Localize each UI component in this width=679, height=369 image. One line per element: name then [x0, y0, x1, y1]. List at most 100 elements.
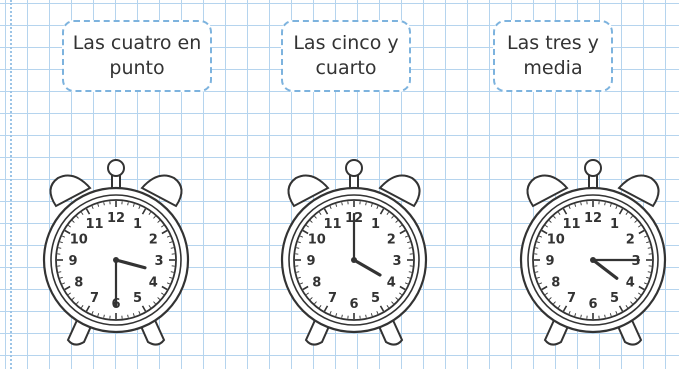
- minute-tick-icon: [153, 301, 156, 305]
- minute-tick-icon: [329, 205, 332, 210]
- time-label-text: Las cuatro en: [72, 32, 202, 54]
- minute-tick-icon: [538, 235, 543, 238]
- right-bell-icon: [617, 174, 660, 208]
- minute-tick-icon: [170, 271, 174, 273]
- minute-tick-icon: [545, 292, 548, 296]
- minute-tick-icon: [625, 305, 629, 308]
- clock-inner-rim-icon: [50, 194, 182, 326]
- minute-tick-icon: [609, 203, 612, 207]
- left-bell-icon: [287, 174, 330, 208]
- time-label-text: cuarto: [315, 57, 377, 79]
- minute-tick-icon: [80, 305, 84, 308]
- minute-tick-icon: [318, 305, 322, 308]
- minute-tick-icon: [646, 241, 650, 244]
- minute-tick-icon: [541, 285, 548, 291]
- minute-tick-icon: [127, 314, 129, 318]
- clock-numeral: 1: [610, 217, 619, 232]
- minute-tick-icon: [64, 285, 71, 291]
- minute-tick-icon: [625, 212, 629, 215]
- minute-tick-icon: [580, 202, 582, 206]
- minute-tick-icon: [404, 282, 409, 285]
- minute-tick-icon: [399, 224, 402, 228]
- clock-numeral: 6: [588, 297, 597, 312]
- minute-tick-icon: [138, 310, 141, 315]
- minute-tick-icon: [314, 215, 317, 219]
- time-label-card-1: Las cuatro en punto: [62, 20, 212, 92]
- minute-tick-icon: [538, 282, 543, 285]
- minute-tick-icon: [391, 215, 394, 219]
- minute-tick-icon: [58, 271, 62, 273]
- minute-tick-icon: [138, 205, 141, 210]
- minute-tick-icon: [297, 276, 301, 279]
- minute-tick-icon: [408, 271, 412, 273]
- minute-tick-icon: [169, 276, 173, 279]
- minute-tick-icon: [647, 271, 651, 273]
- minute-tick-icon: [323, 305, 329, 312]
- minute-tick-icon: [59, 241, 63, 244]
- minute-tick-icon: [634, 297, 638, 300]
- minute-tick-icon: [341, 314, 343, 318]
- right-bell-icon: [378, 174, 421, 208]
- minute-tick-icon: [161, 285, 168, 291]
- minute-tick-icon: [391, 301, 394, 305]
- minute-tick-icon: [630, 301, 633, 305]
- minute-tick-icon: [548, 220, 552, 223]
- minute-tick-icon: [68, 224, 71, 228]
- minute-tick-icon: [296, 271, 300, 273]
- minute-tick-icon: [379, 305, 385, 312]
- clock-numeral: 3: [631, 254, 640, 269]
- clock-numeral: 5: [371, 291, 380, 306]
- clock-numeral: 11: [85, 217, 103, 232]
- clock-numeral: 2: [626, 233, 635, 248]
- minute-tick-icon: [335, 203, 338, 207]
- minute-tick-icon: [604, 314, 606, 318]
- minute-tick-icon: [536, 241, 540, 244]
- minute-tick-icon: [302, 229, 309, 235]
- clock-numeral: 7: [90, 291, 99, 306]
- minute-tick-icon: [574, 203, 577, 207]
- minute-tick-icon: [562, 305, 568, 312]
- minute-tick-icon: [97, 203, 100, 207]
- minute-tick-icon: [302, 285, 309, 291]
- clock-numeral: 4: [149, 276, 158, 291]
- clock-numeral: 2: [149, 233, 158, 248]
- right-bell-icon: [140, 174, 183, 208]
- minute-tick-icon: [306, 224, 309, 228]
- minute-tick-icon: [548, 297, 552, 300]
- minute-tick-icon: [580, 314, 582, 318]
- minute-tick-icon: [545, 224, 548, 228]
- clock-numeral: 12: [584, 211, 602, 226]
- minute-tick-icon: [604, 202, 606, 206]
- minute-tick-icon: [97, 313, 100, 317]
- minute-tick-icon: [61, 235, 66, 238]
- minute-tick-icon: [166, 282, 171, 285]
- minute-tick-icon: [557, 305, 561, 308]
- clock-numeral: 6: [349, 297, 358, 312]
- minute-tick-icon: [643, 235, 648, 238]
- minute-tick-icon: [299, 235, 304, 238]
- minute-tick-icon: [68, 292, 71, 296]
- time-label-text: Las tres y: [507, 32, 599, 54]
- minute-tick-icon: [314, 301, 317, 305]
- knob-icon: [107, 159, 125, 177]
- time-label-card-3: Las tres y media: [493, 20, 613, 92]
- minute-tick-icon: [85, 305, 91, 312]
- left-bell-icon: [49, 174, 92, 208]
- clock-numeral: 5: [133, 291, 142, 306]
- minute-tick-icon: [157, 297, 161, 300]
- clock-inner-rim-icon: [288, 194, 420, 326]
- minute-tick-icon: [141, 305, 147, 312]
- minute-tick-icon: [618, 305, 624, 312]
- clock-numeral: 9: [306, 254, 315, 269]
- clock-numeral: 12: [107, 211, 125, 226]
- minute-tick-icon: [574, 313, 577, 317]
- clock-numeral: 3: [154, 254, 163, 269]
- minute-tick-icon: [103, 202, 105, 206]
- minute-tick-icon: [370, 203, 373, 207]
- minute-tick-icon: [408, 247, 412, 249]
- minute-tick-icon: [64, 229, 71, 235]
- clock-inner-rim-icon: [527, 194, 659, 326]
- clock-numeral: 10: [308, 233, 326, 248]
